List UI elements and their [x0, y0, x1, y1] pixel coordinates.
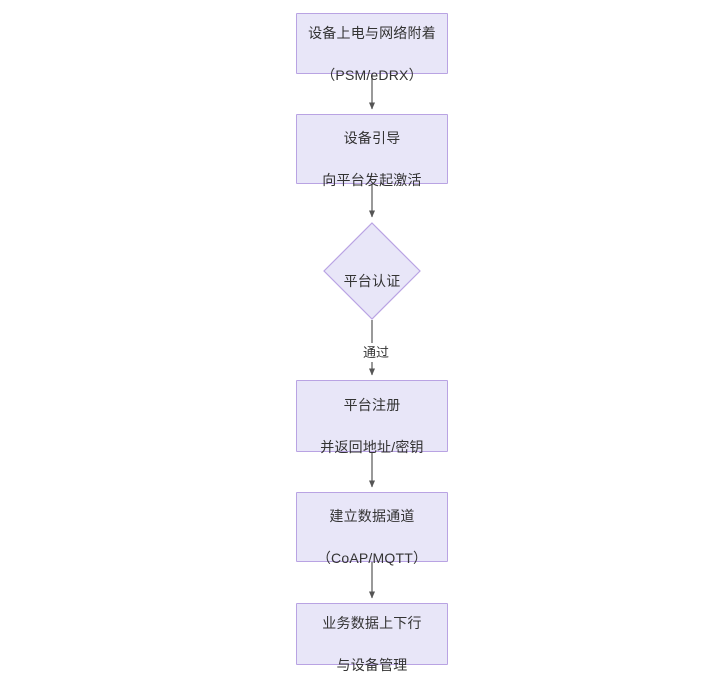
- edge-label-text: 通过: [362, 345, 389, 360]
- node-label-line2: 并返回地址/密钥: [320, 439, 424, 455]
- node-platform-registration[interactable]: 平台注册 并返回地址/密钥: [296, 380, 448, 455]
- node-label-line2: （CoAP/MQTT）: [316, 550, 428, 566]
- node-label-line1: 平台注册: [343, 397, 401, 413]
- node-label: 设备上电与网络附着 （PSM/eDRX）: [308, 2, 436, 86]
- node-label: 设备引导 向平台发起激活: [322, 107, 421, 191]
- node-label: 业务数据上下行 与设备管理: [322, 592, 421, 676]
- node-label: 建立数据通道 （CoAP/MQTT）: [317, 485, 427, 569]
- edge-label-pass: 通过: [355, 343, 397, 362]
- node-label-line2: （PSM/eDRX）: [321, 66, 423, 83]
- node-label-line1: 业务数据上下行: [322, 615, 422, 631]
- node-device-bootstrap[interactable]: 设备引导 向平台发起激活: [296, 114, 448, 188]
- node-establish-data-channel[interactable]: 建立数据通道 （CoAP/MQTT）: [296, 492, 448, 566]
- node-label-line1: 建立数据通道: [329, 508, 415, 524]
- node-device-power-on[interactable]: 设备上电与网络附着 （PSM/eDRX）: [296, 13, 448, 83]
- node-label: 平台认证: [344, 250, 401, 292]
- node-label-line1: 设备引导: [343, 130, 401, 146]
- diamond-shape: [323, 222, 421, 320]
- node-platform-authentication-decision[interactable]: 平台认证: [323, 222, 421, 320]
- node-label-line2: 向平台发起激活: [322, 172, 422, 188]
- node-business-data-and-device-management[interactable]: 业务数据上下行 与设备管理: [296, 603, 448, 673]
- node-label-line1: 设备上电与网络附着: [308, 24, 436, 41]
- node-label-line1: 平台认证: [343, 273, 401, 289]
- node-label-line2: 与设备管理: [336, 657, 408, 673]
- node-label: 平台注册 并返回地址/密钥: [320, 374, 424, 458]
